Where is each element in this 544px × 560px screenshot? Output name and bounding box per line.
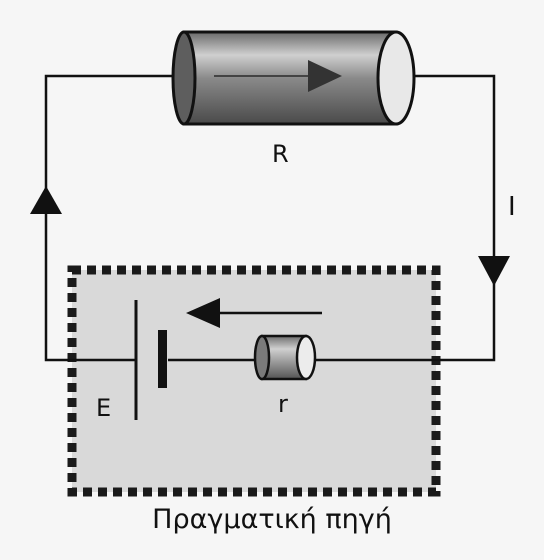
current-arrow-left-up [30,186,62,214]
internal-resistance-label: r [278,390,288,418]
source-box [67,265,441,497]
diagram-caption: Πραγματική πηγή [152,504,392,535]
resistor-symbol [171,30,416,126]
current-arrow-right-down [478,256,510,286]
battery-symbol [134,300,167,420]
internal-resistor-symbol [253,334,317,381]
source-direction-arrow [186,298,322,328]
resistor-label: R [272,140,289,168]
circuit-wire [44,74,496,362]
current-label: I [508,192,516,222]
emf-label: E [96,394,112,422]
